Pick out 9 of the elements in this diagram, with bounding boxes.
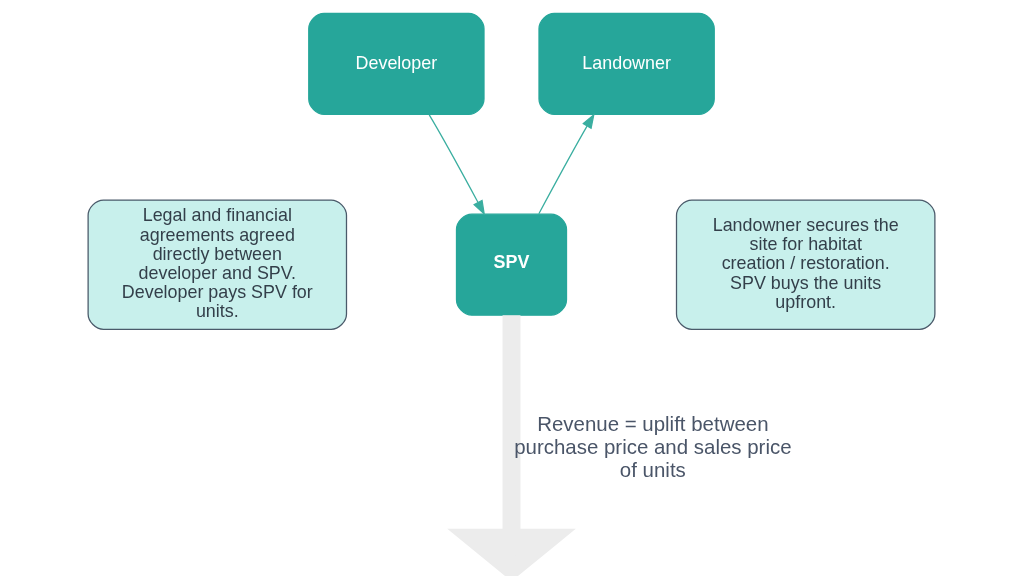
node-box: Legal and financial agreements agreed directly between developer and SPV. Developer pays SPV for units. [87, 199, 348, 330]
node-box: SPV [455, 213, 568, 316]
node-box: Landowner secures the site for habitat creation / restoration. SPV buys the units upfront. [675, 199, 936, 330]
arrow [428, 114, 486, 216]
arrow [447, 315, 576, 576]
node-box: Landowner [538, 12, 715, 115]
node-box: Developer [308, 12, 485, 115]
edge-label: Revenue = uplift between purchase price and sales price of units [514, 412, 792, 482]
arrow [538, 113, 595, 215]
